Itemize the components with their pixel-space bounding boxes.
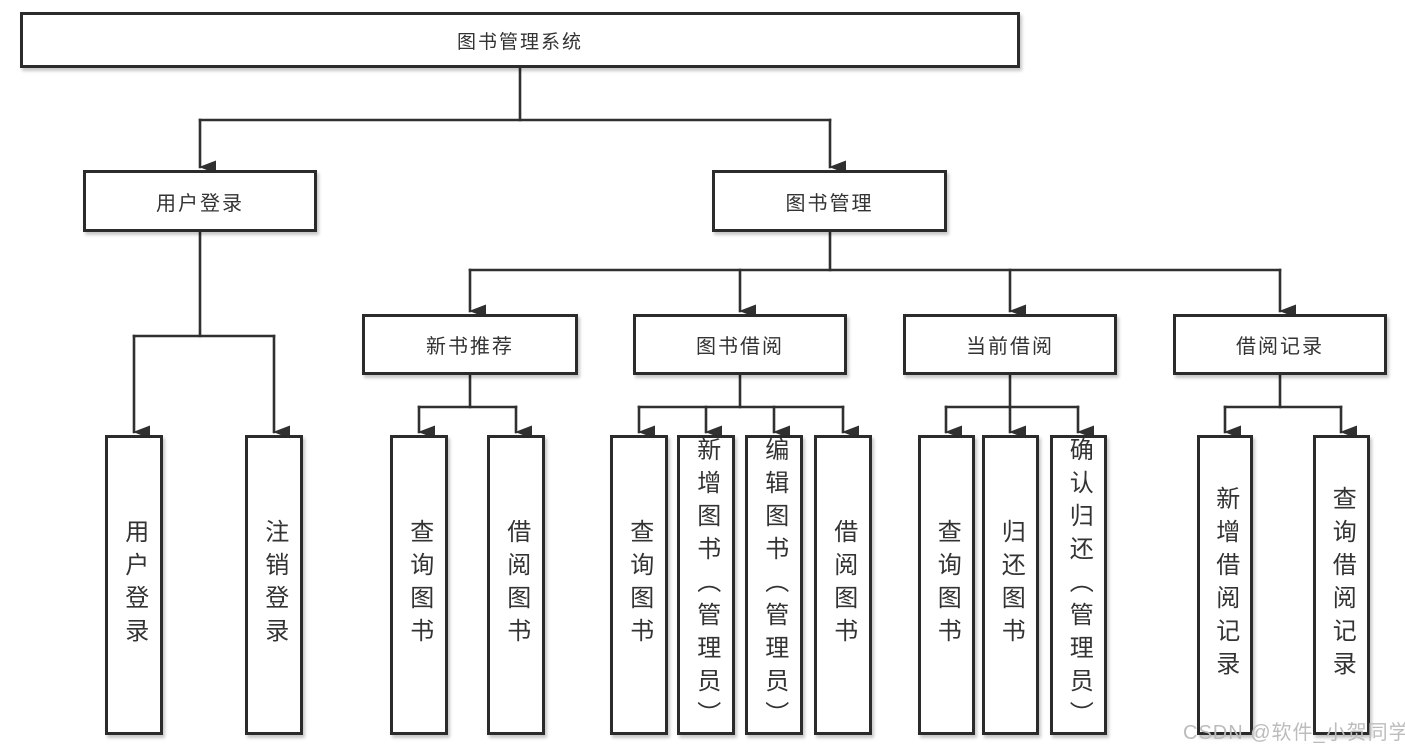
leaf-add-books-admin: 新增图书（管理员） (677, 435, 735, 735)
leaf-return-books: 归还图书 (982, 435, 1039, 735)
leaf-logout: 注销登录 (245, 435, 303, 735)
node-current-borrowing-label: 当前借阅 (966, 336, 1054, 358)
leaf-add-books-admin-label: 新增图书（管理员） (692, 436, 720, 734)
leaf-return-books-label: 归还图书 (997, 519, 1025, 651)
node-user-login: 用户登录 (83, 170, 317, 232)
node-current-borrowing: 当前借阅 (903, 314, 1117, 375)
leaf-add-borrow-record: 新增借阅记录 (1197, 435, 1253, 735)
leaf-confirm-return-admin-label: 确认归还（管理员） (1065, 436, 1093, 734)
csdn-watermark: CSDN @软件_小贺同学 (1183, 722, 1405, 744)
leaf-query-books-1: 查询图书 (390, 435, 448, 735)
leaf-add-borrow-record-label: 新增借阅记录 (1211, 486, 1239, 684)
node-root-label: 图书管理系统 (456, 31, 583, 53)
leaf-logout-label: 注销登录 (260, 519, 288, 651)
leaf-borrow-books-1-label: 借阅图书 (502, 519, 530, 651)
node-root: 图书管理系统 (20, 12, 1020, 68)
leaf-borrow-books-2-label: 借阅图书 (829, 519, 857, 651)
leaf-query-borrow-record: 查询借阅记录 (1313, 435, 1370, 735)
node-new-book-recommendation: 新书推荐 (362, 314, 578, 375)
leaf-borrow-books-2: 借阅图书 (814, 435, 872, 735)
tree-connectors (132, 66, 1357, 439)
node-user-login-label: 用户登录 (156, 192, 244, 215)
leaf-user-login: 用户登录 (105, 435, 163, 735)
node-book-management: 图书管理 (712, 170, 947, 232)
node-new-book-recommendation-label: 新书推荐 (426, 336, 514, 358)
leaf-edit-books-admin: 编辑图书（管理员） (745, 435, 803, 735)
leaf-edit-books-admin-label: 编辑图书（管理员） (760, 436, 788, 734)
leaf-borrow-books-1: 借阅图书 (487, 435, 545, 735)
leaf-query-books-2: 查询图书 (610, 435, 668, 735)
node-book-borrowing-label: 图书借阅 (696, 336, 784, 358)
node-borrowing-records-label: 借阅记录 (1236, 336, 1324, 358)
leaf-query-books-1-label: 查询图书 (405, 519, 433, 651)
leaf-confirm-return-admin: 确认归还（管理员） (1050, 435, 1107, 735)
node-book-borrowing: 图书借阅 (633, 314, 847, 375)
leaf-user-login-label: 用户登录 (120, 519, 148, 651)
node-borrowing-records: 借阅记录 (1173, 314, 1387, 375)
leaf-query-books-2-label: 查询图书 (625, 519, 653, 651)
leaf-query-borrow-record-label: 查询借阅记录 (1328, 486, 1356, 684)
leaf-query-books-3: 查询图书 (918, 435, 975, 735)
node-book-management-label: 图书管理 (785, 192, 874, 215)
leaf-query-books-3-label: 查询图书 (933, 519, 961, 651)
